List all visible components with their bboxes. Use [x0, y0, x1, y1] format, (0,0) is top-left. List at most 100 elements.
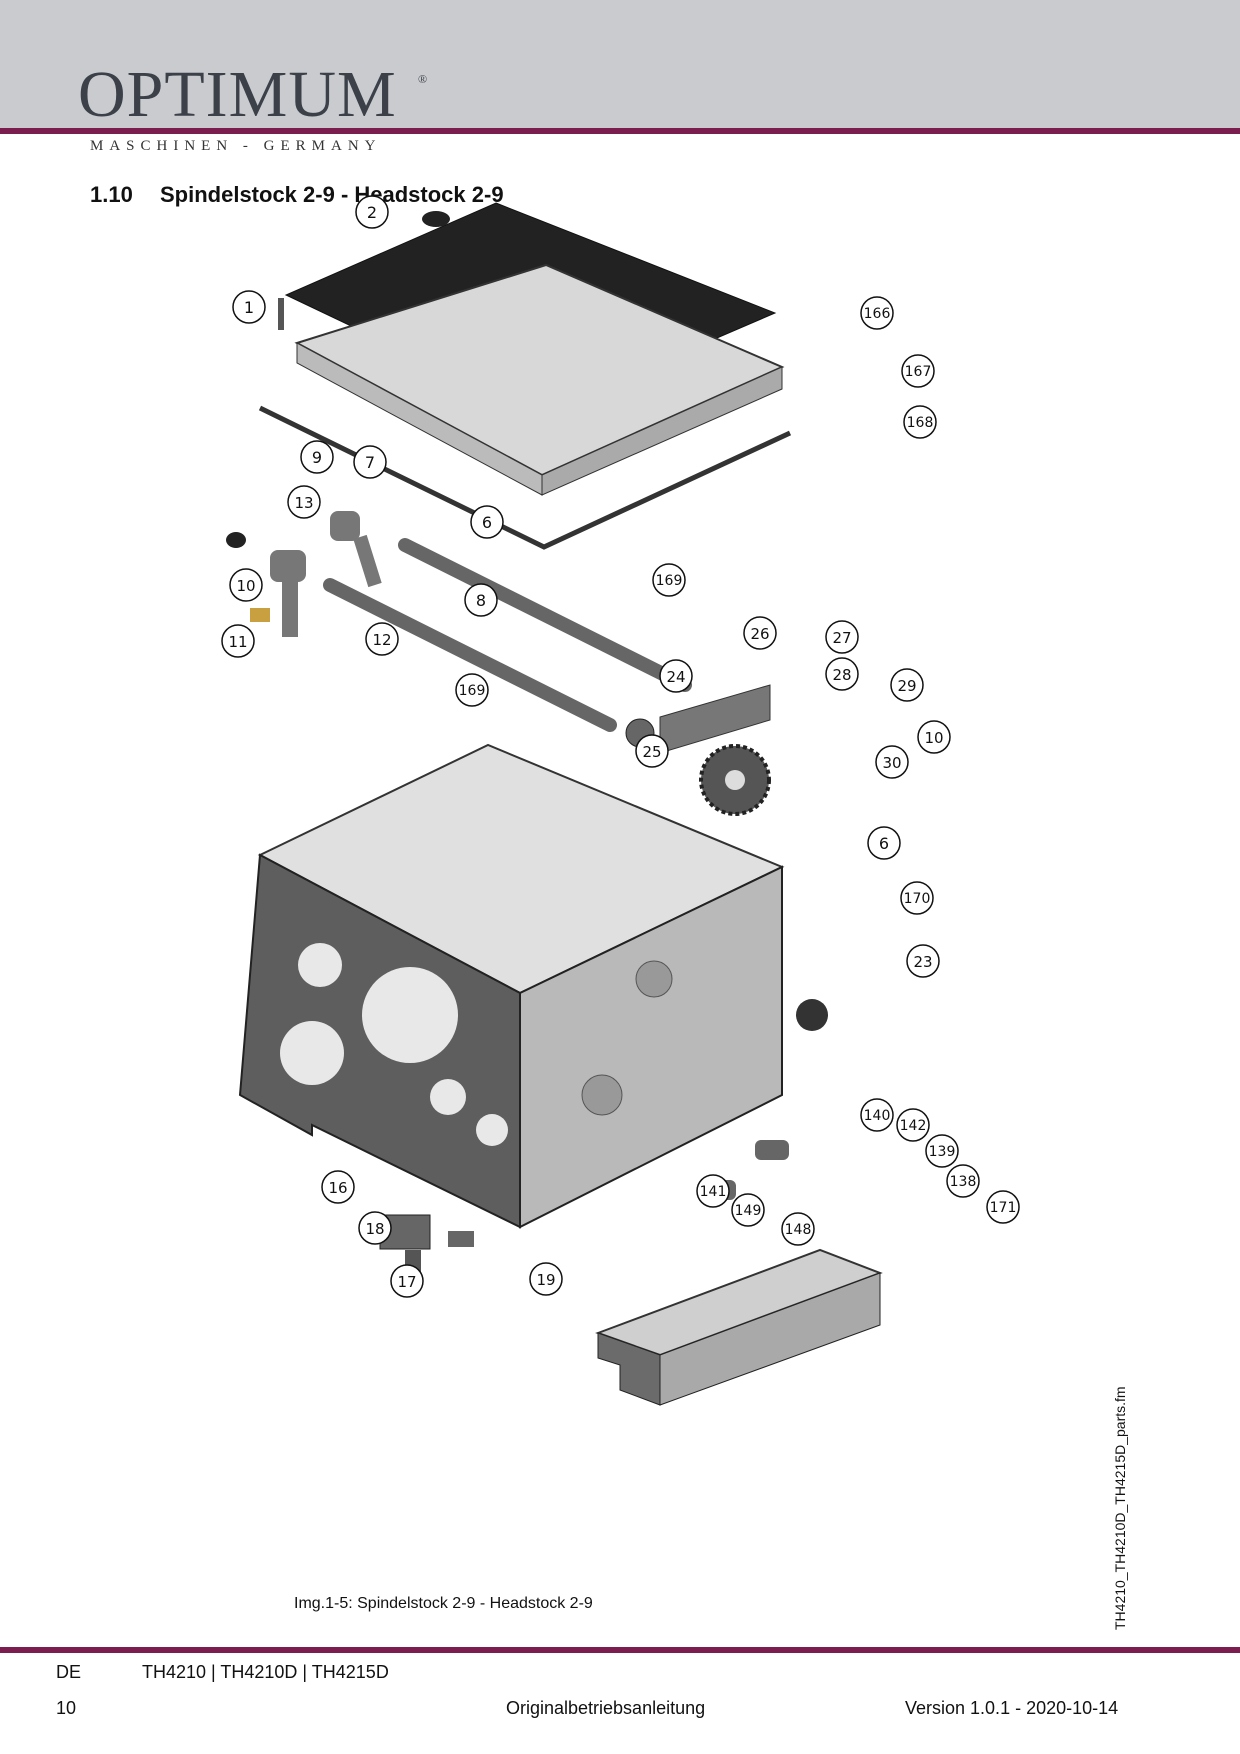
callout-text: 167 — [905, 364, 932, 380]
callout-text: 23 — [913, 953, 932, 971]
callout-169b: 169 — [455, 673, 489, 707]
nut-23 — [796, 999, 828, 1031]
callout-text: 166 — [864, 306, 891, 322]
callout-9: 9 — [300, 440, 334, 474]
housing-side — [519, 865, 783, 1229]
footer-version: Version 1.0.1 - 2020-10-14 — [905, 1698, 1119, 1718]
footer-models: TH4210 | TH4210D | TH4215D — [142, 1662, 389, 1682]
callout-10b: 10 — [917, 720, 951, 754]
callout-169: 169 — [652, 563, 686, 597]
screw-1 — [278, 298, 284, 330]
callout-7: 7 — [353, 445, 387, 479]
callout-12: 12 — [365, 622, 399, 656]
callout-23: 23 — [906, 944, 940, 978]
callout-text: 13 — [294, 494, 313, 512]
callout-168: 168 — [903, 405, 937, 439]
callout-text: 10 — [924, 729, 943, 747]
callout-text: 141 — [700, 1184, 727, 1200]
callout-8: 8 — [464, 583, 498, 617]
exploded-parts-drawing: 2 1 166 167 168 9 7 13 6 10 8 169 11 12 … — [221, 195, 1020, 1406]
callout-text: 27 — [832, 629, 851, 647]
header-rule — [0, 128, 1240, 134]
callout-text: 1 — [244, 298, 254, 317]
callout-text: 26 — [750, 625, 769, 643]
callout-171: 171 — [986, 1190, 1020, 1224]
callout-30: 30 — [875, 745, 909, 779]
shift-rod-upper — [398, 538, 692, 692]
callout-text: 30 — [882, 754, 901, 772]
callout-27: 27 — [825, 620, 859, 654]
lever-8 — [353, 534, 382, 588]
callout-text: 149 — [735, 1203, 762, 1219]
callout-17: 17 — [390, 1264, 424, 1298]
callout-text: 2 — [367, 203, 377, 222]
callout-141: 141 — [696, 1174, 730, 1208]
callout-text: 12 — [372, 631, 391, 649]
side-file-label: TH4210_TH4210D_TH4215D_parts.fm — [1112, 1386, 1128, 1630]
bracket-29 — [659, 684, 771, 754]
callout-1: 1 — [232, 290, 266, 324]
callout-28: 28 — [825, 657, 859, 691]
callout-text: 19 — [536, 1271, 555, 1289]
callout-10: 10 — [229, 568, 263, 602]
callout-138: 138 — [946, 1164, 980, 1198]
footer-rule — [0, 1647, 1240, 1653]
callout-26: 26 — [743, 616, 777, 650]
header-band — [0, 0, 1240, 128]
callout-text: 170 — [904, 891, 931, 907]
callout-text: 138 — [950, 1174, 977, 1190]
callout-24: 24 — [659, 659, 693, 693]
callout-text: 139 — [929, 1144, 956, 1160]
callout-text: 7 — [365, 453, 375, 472]
callout-text: 142 — [900, 1118, 927, 1134]
callout-text: 168 — [907, 415, 934, 431]
callout-140: 140 — [860, 1098, 894, 1132]
callout-2: 2 — [355, 195, 389, 229]
callout-6b: 6 — [867, 826, 901, 860]
callout-148: 148 — [781, 1212, 815, 1246]
callout-text: 16 — [328, 1179, 347, 1197]
callout-13: 13 — [287, 485, 321, 519]
callout-18: 18 — [358, 1211, 392, 1245]
brand-tagline: MASCHINEN - GERMANY — [90, 138, 382, 154]
callout-149: 149 — [731, 1193, 765, 1227]
callout-170: 170 — [900, 881, 934, 915]
gasket — [258, 405, 792, 550]
callout-25: 25 — [635, 734, 669, 768]
section-title: Spindelstock 2-9 - Headstock 2-9 — [160, 182, 504, 207]
figure-caption: Img.1-5: Spindelstock 2-9 - Headstock 2-… — [294, 1595, 593, 1612]
callout-text: 6 — [879, 834, 889, 853]
callout-text: 11 — [228, 633, 247, 651]
callout-text: 8 — [476, 591, 486, 610]
callout-text: 17 — [397, 1273, 416, 1291]
callout-text: 28 — [832, 666, 851, 684]
callout-142: 142 — [896, 1108, 930, 1142]
page-number: 10 — [56, 1698, 77, 1718]
callout-6: 6 — [470, 505, 504, 539]
callout-166: 166 — [860, 296, 894, 330]
callout-text: 6 — [482, 513, 492, 532]
callout-29: 29 — [890, 668, 924, 702]
callout-text: 169 — [656, 573, 683, 589]
sleeve-142 — [755, 1140, 789, 1160]
shift-fork-lower — [270, 550, 306, 582]
callout-text: 9 — [312, 448, 322, 467]
callout-text: 169 — [459, 683, 486, 699]
callout-text: 10 — [236, 577, 255, 595]
callout-text: 25 — [642, 743, 661, 761]
callout-text: 140 — [864, 1108, 891, 1124]
footer-language: DE — [56, 1662, 82, 1682]
callout-text: 29 — [897, 677, 916, 695]
callout-167: 167 — [901, 354, 935, 388]
callouts: 2 1 166 167 168 9 7 13 6 10 8 169 11 12 … — [221, 195, 1020, 1298]
registered-mark: ® — [418, 72, 428, 86]
shift-rod-lower — [323, 578, 617, 732]
callout-16: 16 — [321, 1170, 355, 1204]
callout-139: 139 — [925, 1134, 959, 1168]
callout-text: 18 — [365, 1220, 384, 1238]
callout-text: 24 — [666, 668, 685, 686]
brand-logo: OPTIMUM — [78, 58, 397, 131]
callout-19: 19 — [529, 1262, 563, 1296]
footer-document: Originalbetriebsanleitung — [506, 1698, 706, 1718]
